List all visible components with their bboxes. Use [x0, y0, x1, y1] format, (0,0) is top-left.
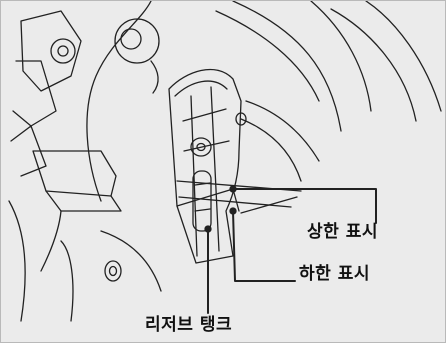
upper-level-mark-label: 상한 표시	[307, 222, 378, 242]
lower-level-mark-label: 하한 표시	[299, 264, 370, 284]
reserve-tank-label: 리저브 탱크	[145, 315, 233, 335]
